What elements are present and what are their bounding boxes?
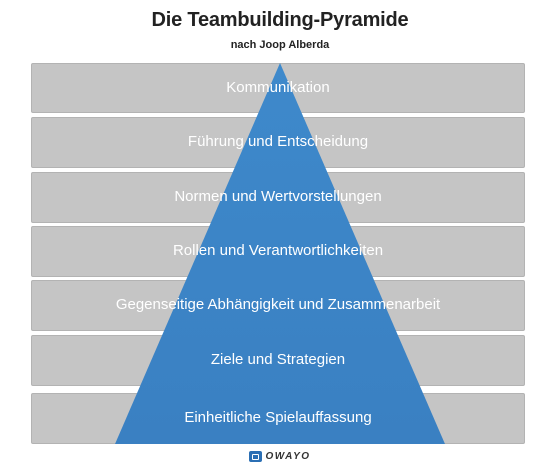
page-title: Die Teambuilding-Pyramide [151, 9, 409, 31]
level-label-5: Gegenseitige Abhängigkeit und Zusammenar… [115, 296, 441, 313]
brand-logo: OWAYO [0, 448, 560, 464]
level-label-3: Normen und Wertvorstellungen [174, 188, 382, 205]
pyramid-shape [115, 63, 445, 444]
page-subtitle: nach Joop Alberda [230, 39, 330, 51]
level-label-7: Einheitliche Spielauffassung [184, 409, 372, 426]
level-label-1: Kommunikation [226, 79, 330, 96]
level-label-2: Führung und Entscheidung [187, 133, 369, 150]
level-label-4: Rollen und Verantwortlichkeiten [172, 242, 384, 259]
logo-text: OWAYO [265, 450, 311, 462]
level-label-6: Ziele und Strategien [210, 351, 346, 368]
logo-mark-icon [249, 450, 263, 462]
